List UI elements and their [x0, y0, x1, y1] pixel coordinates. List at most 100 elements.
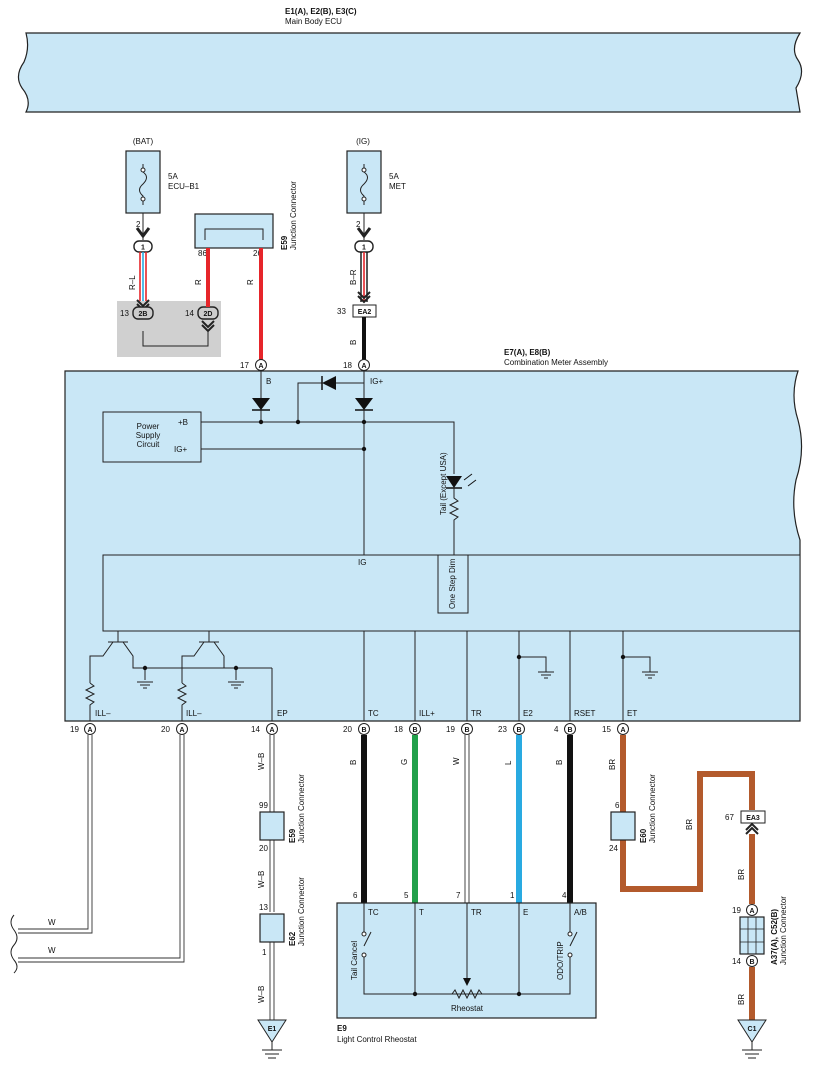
svg-text:B: B [567, 727, 572, 734]
svg-text:67: 67 [725, 813, 734, 822]
meter-pin-20a [176, 723, 188, 735]
meter-pin-4b [564, 723, 576, 735]
svg-text:5A: 5A [389, 172, 399, 181]
fuse-bat-rating: 5A [168, 172, 178, 181]
svg-text:1: 1 [362, 245, 366, 252]
svg-text:A: A [361, 363, 366, 370]
svg-text:2D: 2D [204, 311, 213, 318]
svg-text:6: 6 [615, 801, 620, 810]
svg-text:E62: E62 [288, 931, 297, 946]
svg-text:5: 5 [404, 891, 409, 900]
svg-text:TR: TR [471, 908, 482, 917]
svg-text:99: 99 [259, 801, 268, 810]
main-body-ecu-box [17, 32, 803, 113]
svg-text:BR: BR [608, 759, 617, 770]
svg-text:IG+: IG+ [174, 445, 187, 454]
fuse-ig-icon [360, 164, 368, 205]
svg-text:A37(A), C52(B): A37(A), C52(B) [770, 909, 779, 965]
svg-text:EA2: EA2 [358, 309, 372, 316]
svg-text:Junction Connector: Junction Connector [648, 774, 657, 843]
e59-top-box [194, 213, 274, 249]
ground-e1 [257, 1019, 287, 1043]
svg-text:E2: E2 [523, 709, 533, 718]
svg-text:6: 6 [353, 891, 358, 900]
a37-junction-connector [739, 916, 765, 955]
meter-pin-15a [617, 723, 629, 735]
svg-text:TR: TR [471, 709, 482, 718]
svg-text:TC: TC [368, 709, 379, 718]
svg-text:EA3: EA3 [746, 815, 760, 822]
svg-text:86: 86 [198, 249, 207, 258]
svg-text:Power: Power [137, 422, 160, 431]
svg-text:L: L [504, 760, 513, 765]
svg-text:A: A [269, 727, 274, 734]
fuse-bat-source: (BAT) [133, 137, 154, 146]
svg-text:ILL–: ILL– [186, 709, 202, 718]
svg-text:A: A [87, 727, 92, 734]
wire-break-icon [10, 914, 18, 974]
svg-text:B: B [464, 727, 469, 734]
svg-text:W: W [452, 757, 461, 765]
svg-text:13: 13 [259, 903, 268, 912]
svg-text:C1: C1 [748, 1026, 757, 1033]
svg-text:26: 26 [253, 249, 262, 258]
wire-rl-label: R–L [128, 275, 137, 290]
svg-text:B: B [412, 727, 417, 734]
svg-text:Rheostat: Rheostat [451, 1004, 484, 1013]
svg-text:ILL+: ILL+ [419, 709, 435, 718]
fuse-ig-source: (IG) [356, 137, 370, 146]
svg-text:BR: BR [737, 869, 746, 880]
svg-text:MET: MET [389, 182, 406, 191]
svg-text:18: 18 [343, 361, 352, 370]
svg-text:IG+: IG+ [370, 377, 383, 386]
svg-text:W–B: W–B [257, 986, 266, 1003]
meter-pin-14a [266, 723, 278, 735]
meter-pin-23b [513, 723, 525, 735]
svg-text:23: 23 [498, 725, 507, 734]
svg-text:4: 4 [554, 725, 559, 734]
svg-text:20: 20 [161, 725, 170, 734]
svg-text:ODO/TRIP: ODO/TRIP [556, 941, 565, 980]
svg-text:Junction Connector: Junction Connector [779, 896, 788, 965]
e59-top-code: E59 [280, 235, 289, 250]
svg-text:Circuit: Circuit [137, 440, 160, 449]
svg-text:W: W [48, 918, 56, 927]
rheostat-code: E9 [337, 1024, 347, 1033]
e59-top-name: Junction Connector [289, 181, 298, 250]
svg-text:E1: E1 [268, 1026, 277, 1033]
svg-text:33: 33 [337, 307, 346, 316]
junction-2b [132, 306, 154, 320]
svg-text:A/B: A/B [574, 908, 587, 917]
svg-text:19: 19 [70, 725, 79, 734]
svg-text:B: B [555, 760, 564, 765]
svg-text:E59: E59 [288, 828, 297, 843]
fuse-bat-name: ECU–B1 [168, 182, 200, 191]
svg-text:1: 1 [510, 891, 515, 900]
meter-pin-20b [358, 723, 370, 735]
svg-text:T: T [419, 908, 424, 917]
a37-pin-b [746, 955, 758, 967]
svg-text:B: B [349, 760, 358, 765]
svg-text:R: R [194, 279, 203, 285]
svg-text:14: 14 [251, 725, 260, 734]
svg-text:A: A [620, 727, 625, 734]
svg-text:Tail Cancel: Tail Cancel [350, 941, 359, 980]
ground-c1 [737, 1019, 767, 1043]
svg-text:19: 19 [732, 906, 741, 915]
svg-text:EP: EP [277, 709, 288, 718]
svg-text:2: 2 [356, 220, 361, 229]
svg-text:7: 7 [456, 891, 461, 900]
svg-text:R: R [246, 279, 255, 285]
meter-codes: E7(A), E8(B) [504, 348, 551, 357]
svg-text:14: 14 [732, 957, 741, 966]
svg-text:ILL–: ILL– [95, 709, 111, 718]
one-step-dim-box [437, 554, 469, 614]
svg-text:B: B [749, 959, 754, 966]
svg-text:15: 15 [602, 725, 611, 734]
svg-text:20: 20 [343, 725, 352, 734]
svg-text:19: 19 [446, 725, 455, 734]
meter-box [64, 370, 803, 722]
svg-text:Junction Connector: Junction Connector [297, 877, 306, 946]
ecu-name: Main Body ECU [285, 17, 342, 26]
